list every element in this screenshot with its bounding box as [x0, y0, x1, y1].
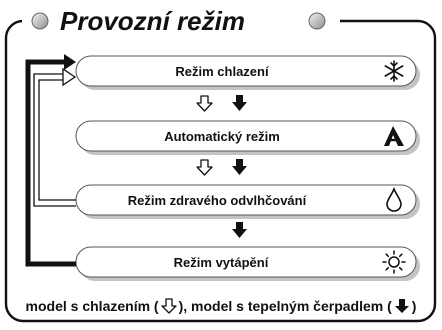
mode-row-auto: Automatický režim: [75, 120, 420, 155]
water-drop-icon: [386, 186, 402, 212]
mode-label-auto: Automatický režim: [164, 129, 280, 144]
legend-footer: model s chlazením ( ), model s tepelným …: [0, 293, 442, 319]
mode-row-dry: Režim zdravého odvlhčování: [75, 184, 420, 219]
title-bubble-left: [31, 12, 49, 30]
snowflake-icon: [384, 60, 404, 82]
auto-mode-icon: [384, 126, 404, 146]
mode-label-heating: Režim vytápění: [174, 255, 269, 270]
mode-label-dry: Režim zdravého odvlhčování: [128, 193, 307, 208]
mode-row-heating: Režim vytápění: [75, 246, 420, 281]
title: Provozní režim: [60, 6, 245, 36]
arrow-down-outline-1: [196, 95, 213, 112]
arrow-down-solid-2: [232, 159, 247, 175]
arrow-down-solid-icon: [394, 299, 409, 313]
title-bubble-right: [308, 12, 326, 30]
heat-pump-loop-arrow: [25, 54, 76, 267]
legend-text-1: model s chlazením (: [25, 298, 159, 314]
arrow-down-outline-icon: [160, 298, 177, 314]
legend-text-3: ): [411, 298, 417, 314]
title-backdrop: [22, 6, 340, 36]
mode-label-cooling: Režim chlazení: [175, 64, 269, 79]
arrow-down-outline-2: [196, 159, 213, 176]
mode-row-cooling: Režim chlazení: [75, 55, 420, 90]
sun-icon: [382, 250, 406, 274]
legend-text-2: ), model s tepelným čerpadlem (: [178, 298, 392, 314]
cooling-loop-arrow: [33, 67, 77, 207]
arrow-down-solid-3: [232, 222, 247, 238]
arrow-down-solid-1: [232, 95, 247, 111]
